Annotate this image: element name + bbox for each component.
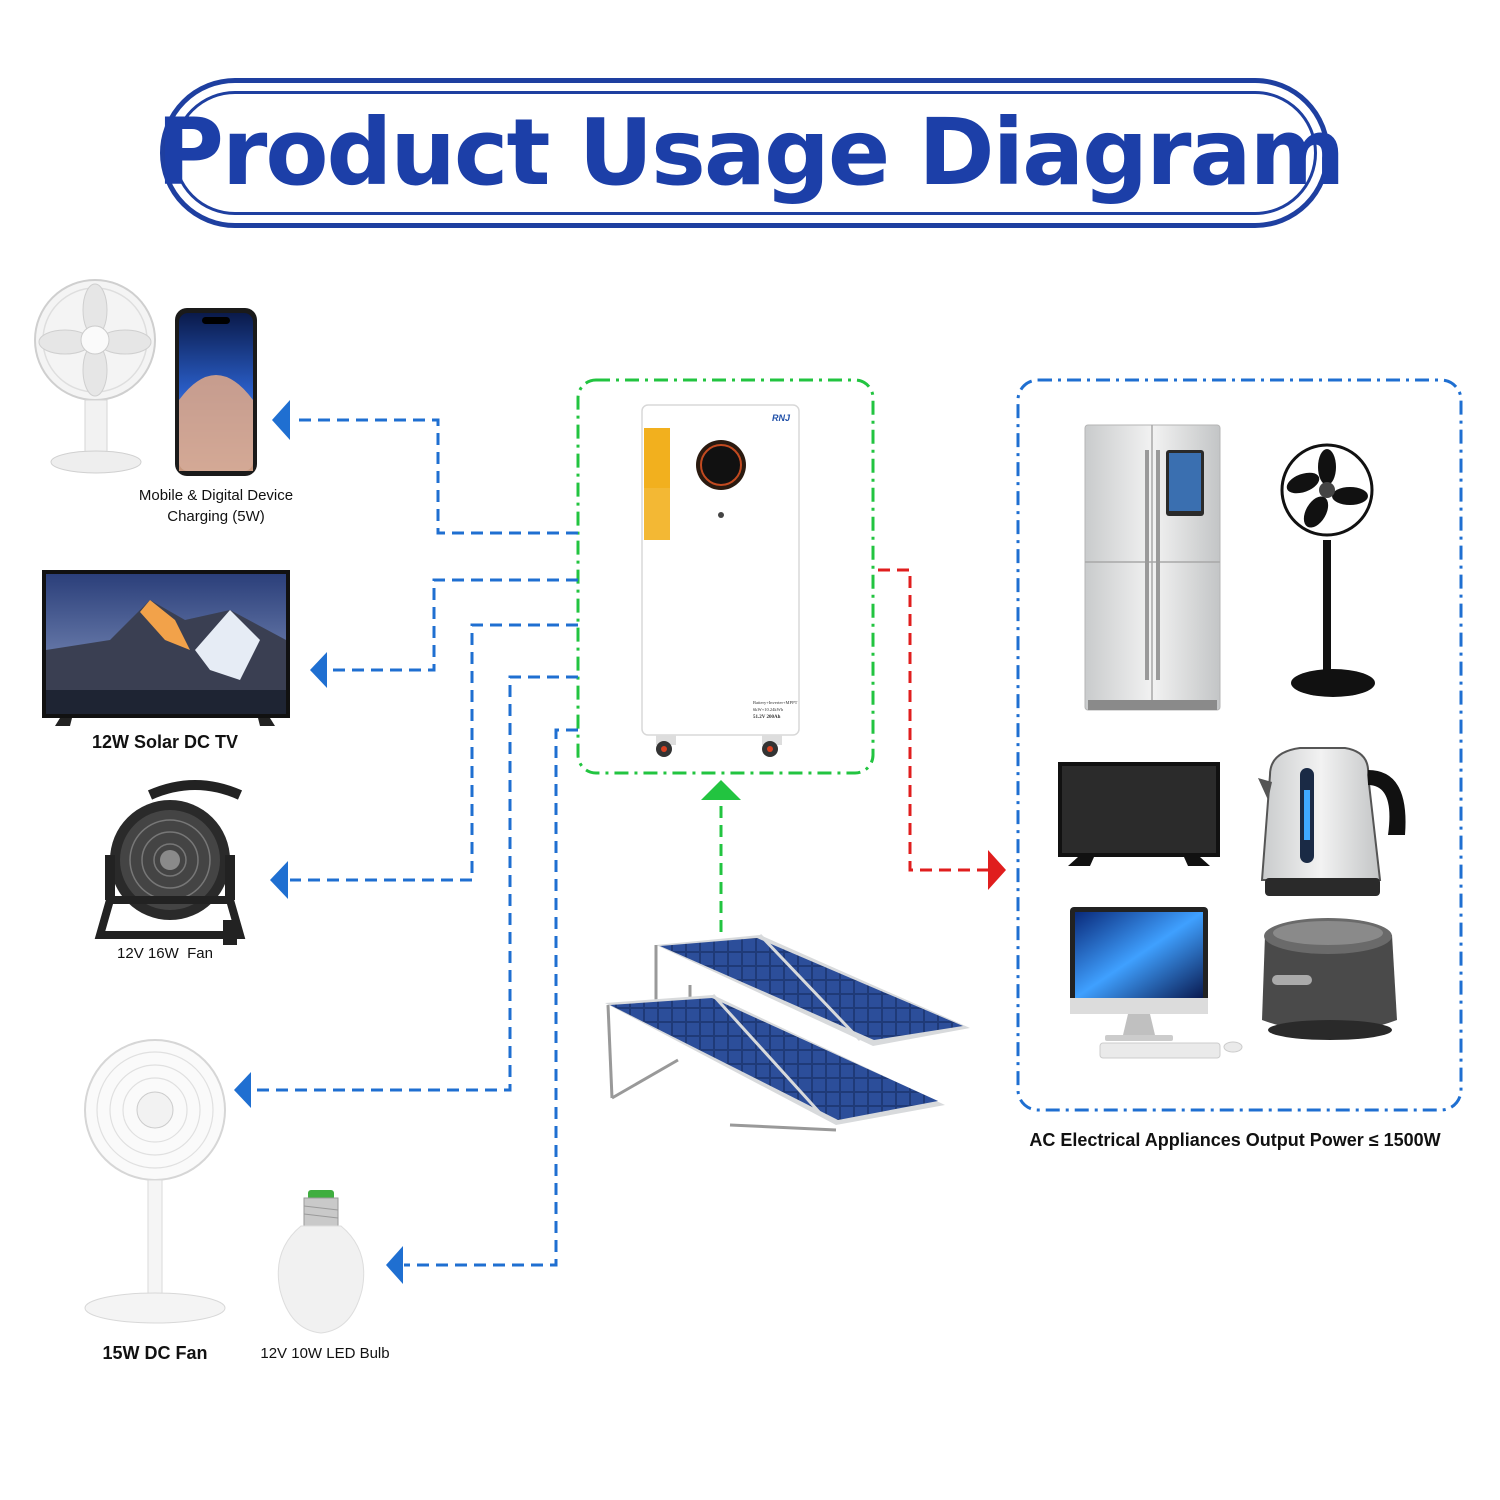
- led-bulb-icon: [277, 1190, 365, 1334]
- battery-inverter-icon: RNJ Battery+Inverter+MPPT 6kW+10.24kWh 5…: [641, 404, 800, 757]
- wire-ac: [878, 568, 990, 872]
- arrow-mobile: [272, 400, 290, 440]
- label-fan15: 15W DC Fan: [102, 1343, 208, 1363]
- rice-cooker-icon: [1262, 918, 1397, 1040]
- wire-mobile: [292, 418, 578, 535]
- svg-text:6kW+10.24kWh: 6kW+10.24kWh: [753, 707, 784, 712]
- wire-tv: [330, 578, 578, 672]
- arrow-fan16: [270, 861, 288, 899]
- desk-fan-icon: [34, 279, 156, 474]
- arrow-bulb: [386, 1246, 403, 1284]
- smartphone-icon: [175, 308, 257, 476]
- arrow-ac: [988, 850, 1006, 890]
- stand-fan-icon: [1280, 443, 1375, 697]
- ac-group-box: [1016, 378, 1463, 1112]
- arrow-fan15: [234, 1072, 251, 1108]
- wire-fan16: [290, 623, 578, 882]
- flat-tv-icon: [1058, 762, 1220, 866]
- industrial-fan-icon: [94, 780, 246, 945]
- solar-panels-icon: [605, 933, 970, 1132]
- svg-text:51.2V 200Ah: 51.2V 200Ah: [753, 715, 781, 720]
- title-frame: [160, 78, 1330, 228]
- pedestal-fan-icon: [84, 1039, 226, 1324]
- svg-text:RNJ: RNJ: [772, 413, 791, 423]
- page-title: Product Usage Diagram: [156, 99, 1346, 206]
- battery-group-box: [576, 378, 875, 775]
- wire-fan15: [252, 675, 578, 1092]
- label-mobile: Mobile & Digital Device Charging (5W): [138, 487, 294, 525]
- computer-monitor-icon: [1070, 907, 1243, 1059]
- television-icon: [42, 570, 290, 726]
- wire-bulb: [404, 728, 578, 1267]
- label-fan16: 12V 16W Fan: [117, 945, 213, 962]
- label-ac: AC Electrical Appliances Output Power ≤ …: [1029, 1130, 1441, 1150]
- label-bulb: 12V 10W LED Bulb: [260, 1345, 390, 1362]
- refrigerator-icon: [1084, 424, 1221, 711]
- kettle-icon: [1258, 747, 1406, 896]
- label-tv: 12W Solar DC TV: [91, 732, 239, 752]
- arrow-solar: [701, 780, 741, 800]
- arrow-tv: [310, 652, 327, 688]
- svg-text:Battery+Inverter+MPPT: Battery+Inverter+MPPT: [753, 700, 798, 705]
